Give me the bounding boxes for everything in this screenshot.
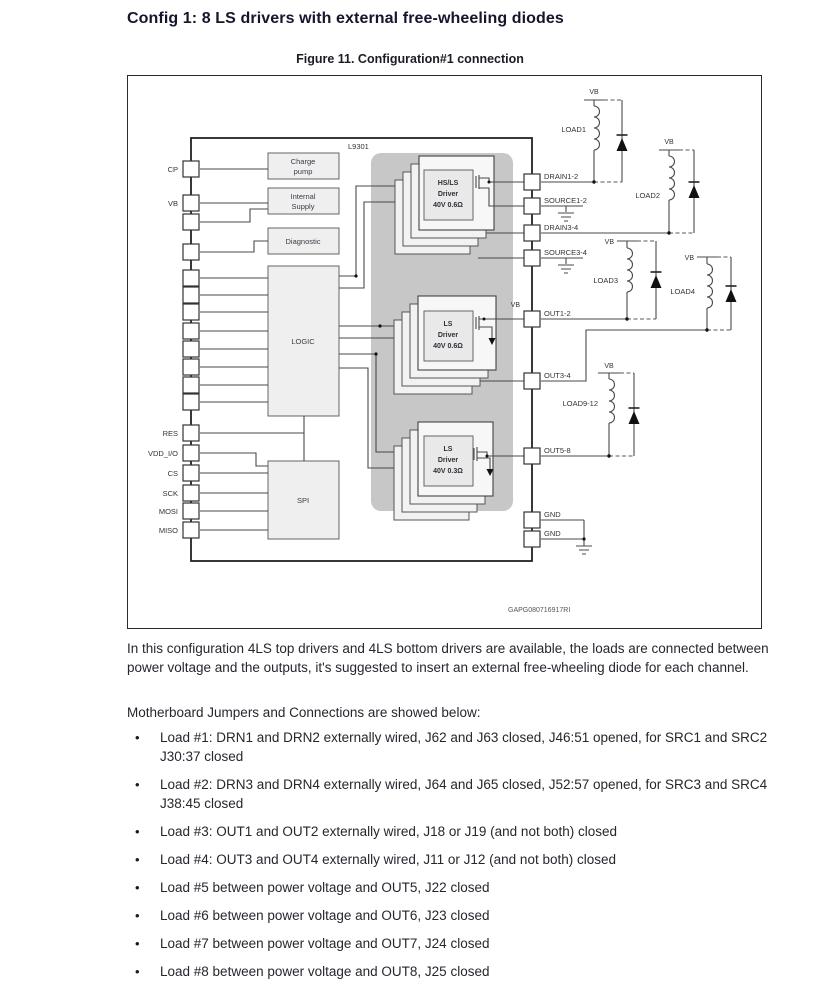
left-pins: CP VB RES VDD_I/O CS SCK MOSI MISO bbox=[148, 160, 200, 539]
figure-11-diagram: L9301 Charge pump Internal Supply Diagno… bbox=[127, 75, 762, 629]
intro-paragraph: In this configuration 4LS top drivers an… bbox=[127, 641, 769, 675]
pin-label-vb: VB bbox=[168, 199, 178, 208]
pin-label-sck: SCK bbox=[163, 489, 178, 498]
pin-label-out1-2: OUT1-2 bbox=[544, 309, 571, 318]
pin-label-out3-4: OUT3-4 bbox=[544, 371, 571, 380]
block-spi: SPI bbox=[267, 460, 340, 540]
bullet-text: Load #5 between power voltage and OUT5, … bbox=[160, 880, 490, 895]
bullet-icon: • bbox=[135, 852, 140, 867]
pin-label-cs: CS bbox=[168, 469, 178, 478]
ls-driver-stack-1: LS Driver 40V 0.6Ω bbox=[393, 295, 525, 395]
list-item: • Load #6 between power voltage and OUT6,… bbox=[127, 906, 785, 925]
vb-label-load9-12: VB bbox=[604, 363, 614, 370]
vb-internal-label: VB bbox=[511, 302, 521, 309]
list-item: • Load #1: DRN1 and DRN2 externally wired… bbox=[127, 728, 785, 766]
pin-label-cp: CP bbox=[168, 165, 178, 174]
pin-label-drain3-4: DRAIN3-4 bbox=[544, 223, 578, 232]
schematic-svg: L9301 Charge pump Internal Supply Diagno… bbox=[148, 89, 737, 614]
figure-caption: Figure 11. Configuration#1 connection bbox=[296, 52, 524, 66]
ls2-label-2: Driver bbox=[438, 457, 459, 464]
block-diagnostic: Diagnostic bbox=[267, 227, 340, 255]
list-item: • Load #2: DRN3 and DRN4 externally wired… bbox=[127, 775, 785, 813]
bullet-icon: • bbox=[135, 964, 140, 979]
bullet-icon: • bbox=[135, 730, 140, 745]
block-logic: LOGIC bbox=[267, 265, 340, 417]
vb-label-load2: VB bbox=[664, 139, 674, 146]
logic-label: LOGIC bbox=[291, 337, 315, 346]
pin-label-out5-8: OUT5-8 bbox=[544, 446, 571, 455]
load4-label: LOAD4 bbox=[670, 287, 695, 296]
load2-label: LOAD2 bbox=[635, 191, 660, 200]
bullet-text: Load #1: DRN1 and DRN2 externally wired,… bbox=[160, 730, 768, 764]
bullet-icon: • bbox=[135, 936, 140, 951]
gnd-net bbox=[541, 519, 592, 555]
internal-supply-label-2: Supply bbox=[292, 202, 315, 211]
mosfet-icon bbox=[475, 316, 525, 345]
vb-label-load3: VB bbox=[605, 239, 615, 246]
internal-supply-label-1: Internal bbox=[290, 192, 315, 201]
load2-circuit: VB LOAD2 bbox=[541, 139, 700, 235]
pin-label-source1-2: SOURCE1-2 bbox=[544, 196, 587, 205]
load4-circuit: VB LOAD4 bbox=[541, 255, 737, 382]
mosfet-icon bbox=[473, 447, 525, 476]
ls1-label-2: Driver bbox=[438, 332, 459, 339]
load1-circuit: VB LOAD1 bbox=[541, 89, 628, 184]
list-item: • Load #5 between power voltage and OUT5,… bbox=[127, 878, 785, 897]
pin-label-drain1-2: DRAIN1-2 bbox=[544, 172, 578, 181]
pin-label-miso: MISO bbox=[159, 526, 178, 535]
bullet-icon: • bbox=[135, 824, 140, 839]
right-pins: DRAIN1-2 SOURCE1-2 DRAIN3-4 SOURCE3-4 OU… bbox=[523, 172, 587, 548]
list-item: • Load #8 between power voltage and OUT8,… bbox=[127, 962, 785, 981]
vb-label-load1: VB bbox=[589, 89, 599, 96]
ls2-label-3: 40V 0.3Ω bbox=[433, 468, 463, 475]
pin-label-mosi: MOSI bbox=[159, 507, 178, 516]
pin-label-res: RES bbox=[163, 429, 178, 438]
page-title: Config 1: 8 LS drivers with external fre… bbox=[127, 10, 564, 27]
figure-watermark: GAPG080716917RI bbox=[508, 607, 570, 614]
load9-12-circuit: VB LOAD9-12 bbox=[541, 363, 640, 458]
hsls-driver-stack: HS/LS Driver 40V 0.6Ω bbox=[394, 155, 525, 259]
jumpers-heading: Motherboard Jumpers and Connections are … bbox=[127, 705, 481, 720]
pin-label-gnd-1: GND bbox=[544, 510, 561, 519]
hsls-label-2: Driver bbox=[438, 191, 459, 198]
vb-label-load4: VB bbox=[685, 255, 695, 262]
ls-driver-stack-2: LS Driver 40V 0.3Ω bbox=[393, 421, 525, 521]
bullet-icon: • bbox=[135, 777, 140, 792]
ls1-label-3: 40V 0.6Ω bbox=[433, 343, 463, 350]
bullet-text: Load #3: OUT1 and OUT2 externally wired,… bbox=[160, 824, 617, 839]
block-internal-supply: Internal Supply bbox=[267, 187, 340, 215]
load9-12-label: LOAD9-12 bbox=[563, 399, 598, 408]
block-charge-pump: Charge pump bbox=[267, 152, 340, 180]
list-item: • Load #7 between power voltage and OUT7,… bbox=[127, 934, 785, 953]
bullet-text: Load #6 between power voltage and OUT6, … bbox=[160, 908, 490, 923]
bullet-text: Load #7 between power voltage and OUT7, … bbox=[160, 936, 490, 951]
chip-label: L9301 bbox=[348, 142, 369, 151]
pin-label-source3-4: SOURCE3-4 bbox=[544, 248, 587, 257]
internal-wires bbox=[200, 168, 395, 531]
mosfet-icon bbox=[475, 175, 525, 207]
spi-label: SPI bbox=[297, 496, 309, 505]
hsls-label-1: HS/LS bbox=[438, 180, 459, 187]
list-item: • Load #3: OUT1 and OUT2 externally wired… bbox=[127, 822, 785, 841]
hsls-label-3: 40V 0.6Ω bbox=[433, 202, 463, 209]
bullet-text: Load #4: OUT3 and OUT4 externally wired,… bbox=[160, 852, 616, 867]
bullet-icon: • bbox=[135, 880, 140, 895]
ls2-label-1: LS bbox=[444, 446, 453, 453]
bullet-text: Load #8 between power voltage and OUT8, … bbox=[160, 964, 490, 979]
pin-label-vdd-io: VDD_I/O bbox=[148, 449, 178, 458]
source-grounds bbox=[541, 205, 583, 274]
pin-label-gnd-2: GND bbox=[544, 529, 561, 538]
load1-label: LOAD1 bbox=[561, 125, 586, 134]
ls1-label-1: LS bbox=[444, 321, 453, 328]
charge-pump-label-2: pump bbox=[294, 167, 313, 176]
charge-pump-label-1: Charge bbox=[291, 157, 316, 166]
load3-circuit: VB LOAD3 bbox=[541, 239, 662, 321]
list-item: • Load #4: OUT3 and OUT4 externally wired… bbox=[127, 850, 785, 869]
load3-label: LOAD3 bbox=[593, 276, 618, 285]
jumper-bullet-list: • Load #1: DRN1 and DRN2 externally wired… bbox=[127, 728, 797, 990]
bullet-text: Load #2: DRN3 and DRN4 externally wired,… bbox=[160, 777, 768, 811]
diagnostic-label: Diagnostic bbox=[285, 237, 320, 246]
bullet-icon: • bbox=[135, 908, 140, 923]
